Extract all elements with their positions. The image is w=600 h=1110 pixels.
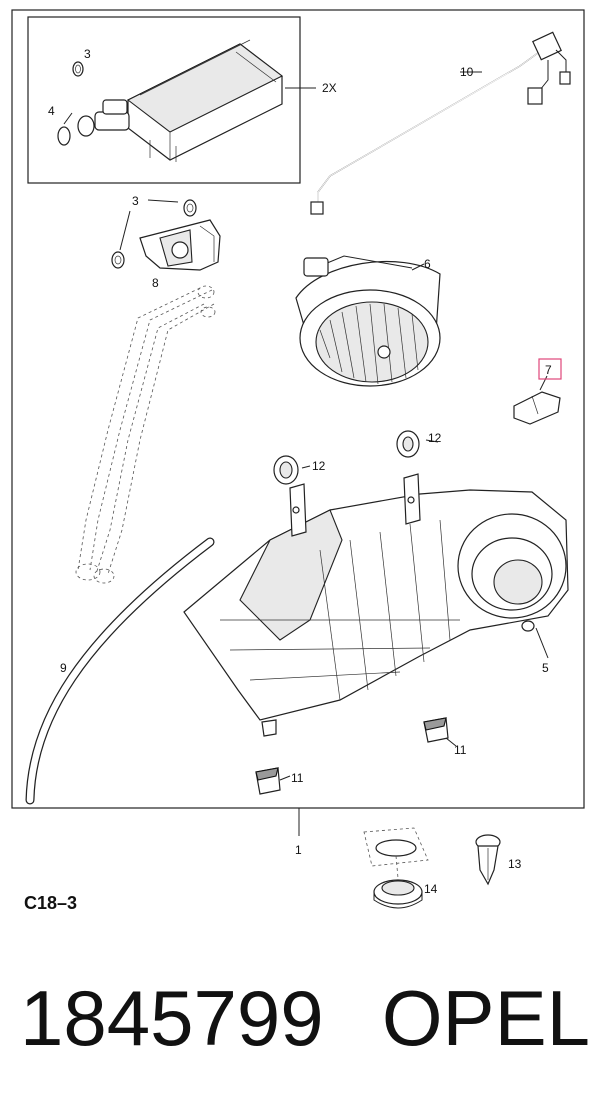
- clip-11a: [423, 717, 449, 743]
- callout-12a: 12: [428, 431, 442, 445]
- hvac-housing: [183, 473, 569, 737]
- o-ring-3b: [183, 199, 197, 217]
- clip-13: [475, 834, 501, 886]
- callout-3-inset: 3: [84, 47, 91, 61]
- exploded-parts-diagram: 3 4 2X 10 3 8 6 7 12 12 5 9 11 11 1 14 1…: [11, 9, 585, 909]
- callout-5: 5: [542, 661, 549, 675]
- o-ring-4: [57, 126, 71, 146]
- blower-motor: [295, 255, 441, 387]
- valve-module: [77, 39, 284, 162]
- clip-11b: [255, 767, 281, 795]
- callout-11b: 11: [291, 771, 304, 785]
- inset-box: [27, 16, 301, 184]
- callout-7: 7: [545, 363, 552, 377]
- drain-hose: [25, 537, 215, 805]
- footer: 1845799 OPEL: [20, 968, 590, 1078]
- callout-12b: 12: [312, 459, 326, 473]
- o-ring-3-inset: [72, 61, 84, 77]
- part-number: 1845799: [20, 974, 324, 1062]
- grommet-12b: [273, 455, 299, 485]
- callout-1: 1: [295, 843, 302, 857]
- callout-10: 10: [460, 65, 474, 79]
- section-code: C18–3: [24, 893, 78, 913]
- callout-13: 13: [508, 857, 522, 871]
- callout-8: 8: [152, 276, 159, 290]
- callout-9: 9: [60, 661, 67, 675]
- callout-6: 6: [424, 257, 431, 271]
- o-ring-3a: [111, 251, 125, 269]
- callout-4: 4: [48, 104, 55, 118]
- callout-14: 14: [424, 882, 438, 896]
- grommet-12a: [396, 430, 420, 458]
- callout-11a: 11: [454, 743, 467, 757]
- heater-pipes: [75, 285, 216, 584]
- brand-name: OPEL: [381, 974, 590, 1062]
- callout-3: 3: [132, 194, 139, 208]
- seal-14: [363, 827, 429, 909]
- valve-bracket: [139, 219, 221, 271]
- clip-7: [513, 391, 561, 425]
- wiring-harness: [310, 31, 571, 215]
- callout-2x: 2X: [322, 81, 337, 95]
- highlight-box-7: [538, 358, 562, 380]
- diagram-frame: [11, 9, 585, 809]
